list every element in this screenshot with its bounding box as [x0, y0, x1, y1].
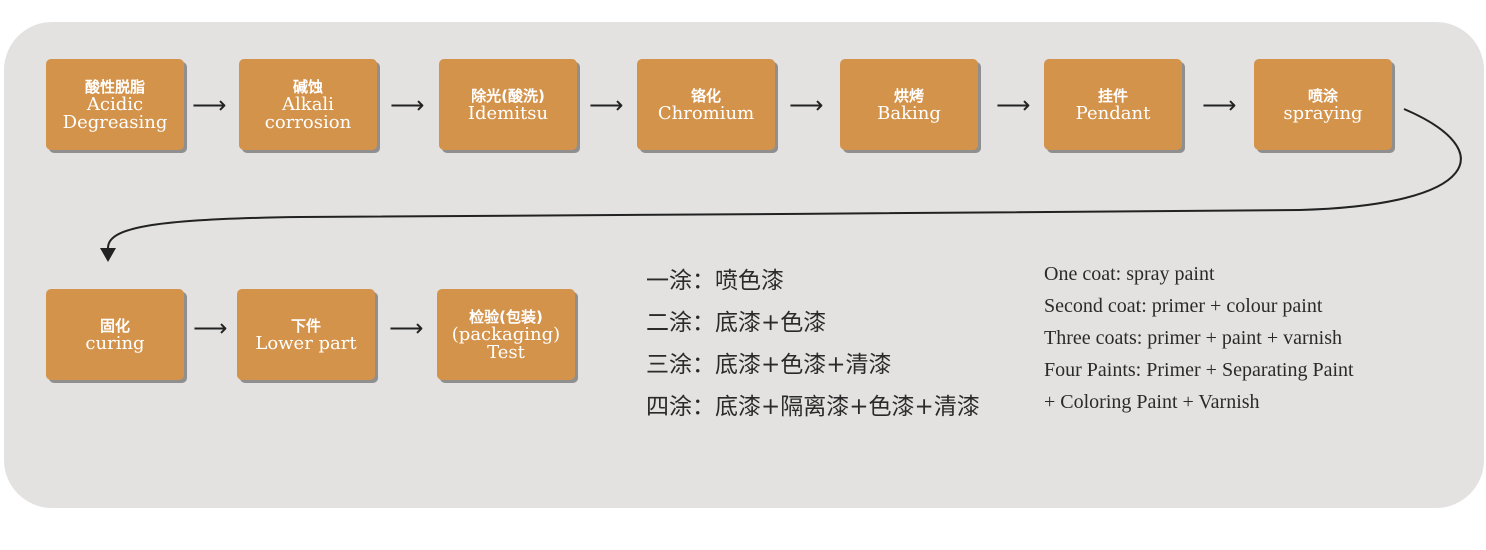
- coat-line-zh: 三涂：底漆+色漆+清漆: [646, 352, 892, 378]
- right-arrow-icon: ⟶: [996, 91, 1031, 119]
- step-curing: 固化 curing: [46, 289, 184, 380]
- step-label-en: spraying: [1283, 102, 1363, 124]
- step-pendant: 挂件 Pendant: [1044, 59, 1182, 150]
- right-arrow-icon: ⟶: [589, 91, 624, 119]
- step-label-zh: 下件: [290, 316, 321, 335]
- step-acidic-degreasing: 酸性脱脂 Acidic Degreasing: [46, 59, 184, 150]
- step-label-zh: 烘烤: [893, 86, 924, 105]
- step-label-en: Degreasing: [62, 111, 168, 133]
- step-label-zh: 挂件: [1097, 86, 1128, 105]
- step-label-en: Idemitsu: [467, 102, 549, 124]
- step-label-zh: 除光(酸洗): [471, 86, 545, 105]
- coat-line-en: Second coat: primer + colour paint: [1044, 295, 1323, 317]
- right-arrow-icon: ⟶: [192, 91, 227, 119]
- step-packaging-test: 检验(包装) (packaging) Test: [437, 289, 575, 380]
- coat-line-zh: 二涂：底漆+色漆: [646, 310, 827, 336]
- step-label-en: curing: [85, 332, 145, 354]
- step-label-en: Baking: [877, 102, 941, 124]
- step-label-zh: 检验(包装): [469, 307, 543, 326]
- step-label-zh: 喷涂: [1307, 86, 1338, 105]
- coat-line-en: Four Paints: Primer + Separating Paint: [1044, 359, 1354, 381]
- right-arrow-icon: ⟶: [390, 91, 425, 119]
- step-label-en: Lower part: [255, 332, 357, 354]
- step-chromium: 铬化 Chromium: [637, 59, 775, 150]
- coat-line-zh: 四涂：底漆+隔离漆+色漆+清漆: [646, 394, 980, 420]
- right-arrow-icon: ⟶: [389, 314, 424, 342]
- step-spraying: 喷涂 spraying: [1254, 59, 1392, 150]
- right-arrow-icon: ⟶: [789, 91, 824, 119]
- step-label-en: corrosion: [264, 111, 352, 133]
- right-arrow-icon: ⟶: [1202, 91, 1237, 119]
- step-label-en: Acidic: [86, 93, 144, 115]
- step-baking: 烘烤 Baking: [840, 59, 978, 150]
- step-label-zh: 固化: [99, 316, 130, 335]
- step-label-en: Test: [487, 341, 525, 363]
- coat-line-en: + Coloring Paint + Varnish: [1044, 391, 1260, 413]
- coat-line-zh: 一涂：喷色漆: [646, 268, 784, 294]
- step-lower-part: 下件 Lower part: [237, 289, 375, 380]
- step-label-en: (packaging): [451, 323, 561, 345]
- coat-line-en: Three coats: primer + paint + varnish: [1044, 327, 1343, 349]
- step-label-en: Alkali: [282, 93, 334, 115]
- step-alkali-corrosion: 碱蚀 Alkali corrosion: [239, 59, 377, 150]
- right-arrow-icon: ⟶: [193, 314, 228, 342]
- step-label-zh: 酸性脱脂: [84, 77, 145, 96]
- step-idemitsu: 除光(酸洗) Idemitsu: [439, 59, 577, 150]
- coat-line-en: One coat: spray paint: [1044, 263, 1215, 285]
- coat-list-zh: 一涂：喷色漆 二涂：底漆+色漆 三涂：底漆+色漆+清漆 四涂：底漆+隔离漆+色漆…: [646, 260, 1026, 428]
- coat-list-en: One coat: spray paint Second coat: prime…: [1044, 258, 1464, 418]
- step-label-en: Pendant: [1075, 102, 1151, 124]
- step-label-zh: 铬化: [690, 86, 721, 105]
- step-label-zh: 碱蚀: [292, 77, 323, 96]
- step-label-en: Chromium: [657, 102, 755, 124]
